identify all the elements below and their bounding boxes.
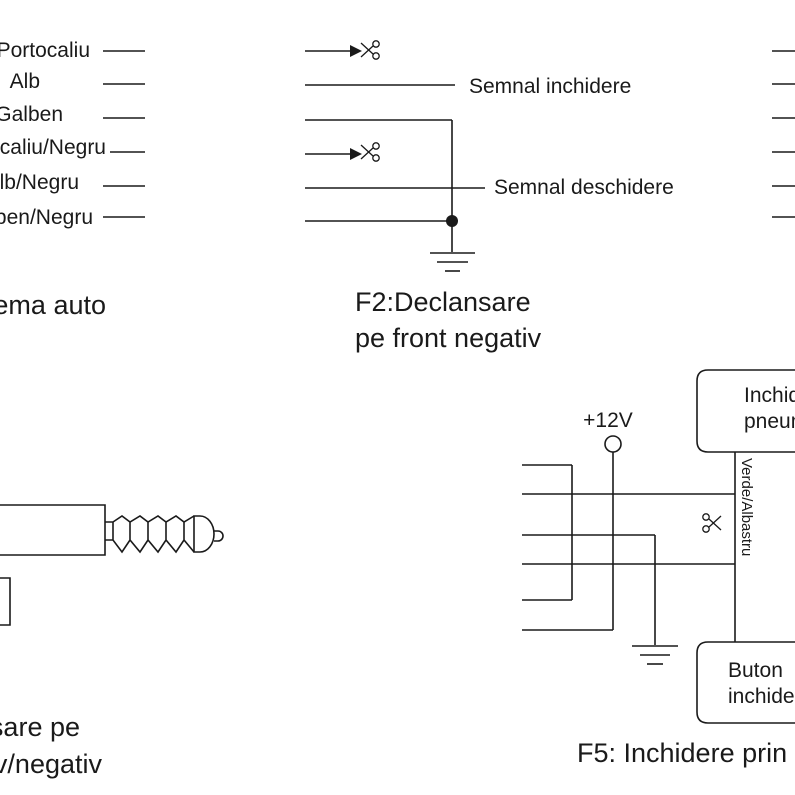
f4-rod-head [193, 515, 215, 553]
f4-caption-line-2: front pozitiv/negativ [0, 749, 102, 779]
f1-caption: Sistema auto [0, 290, 106, 320]
f1-wire-label-5: Alb/Negru [0, 171, 79, 194]
f2-circuit: Semnal inchidere Semnal deschidere F2:De… [305, 40, 674, 353]
scissors-icon [702, 513, 722, 533]
f1-wire-list: Portocaliu Alb Galben Portocaliu/Negru A… [0, 39, 145, 320]
f5-box-bottom-line-1: Buton [728, 659, 783, 682]
f2-arrow-4 [350, 148, 362, 160]
f4-bellows [105, 515, 195, 554]
f2-open-signal-label: Semnal deschidere [494, 176, 674, 199]
f5-box-top-line-1: Inchidere [744, 384, 795, 407]
f1-wire-label-6: Galben/Negru [0, 206, 93, 229]
f4-actuator: Declansare pe front pozitiv/negativ [0, 504, 224, 779]
f5-circuit: +12V Verde/Albastru Inchidere [522, 369, 795, 768]
f2-junction-dot [446, 215, 458, 227]
f5-box-top [696, 369, 795, 453]
ground-icon [632, 645, 678, 665]
f4-actuator-mount [0, 577, 11, 626]
f4-rod-tip [214, 530, 224, 542]
f4-caption-line-1: Declansare pe [0, 712, 80, 742]
f1-wire-label-4: Portocaliu/Negru [0, 136, 106, 159]
f2-close-signal-label: Semnal inchidere [469, 75, 631, 98]
scissors-icon [360, 142, 380, 162]
f5-wire-label: Verde/Albastru [738, 458, 755, 556]
f2-caption-line-2: pe front negativ [355, 323, 542, 353]
f1-wire-label-1: Portocaliu [0, 39, 90, 62]
f5-box-bottom [696, 641, 795, 724]
f5-supply-label: +12V [583, 409, 633, 432]
scissors-icon [360, 40, 380, 60]
f2-caption-line-1: F2:Declansare [355, 287, 531, 317]
f1-wire-label-2: Alb [10, 70, 40, 93]
f5-supply-terminal [604, 435, 622, 453]
f2-arrow-1 [350, 45, 362, 57]
f5-box-bottom-line-2: inchidere [728, 685, 795, 708]
f1-wire-label-3: Galben [0, 103, 63, 126]
f5-box-top-line-2: pneumatica [744, 410, 795, 433]
ground-icon [430, 252, 475, 272]
f3-wire-stubs [772, 50, 795, 218]
f5-caption: F5: Inchidere prin buton [577, 738, 795, 768]
f4-actuator-body [0, 504, 106, 556]
